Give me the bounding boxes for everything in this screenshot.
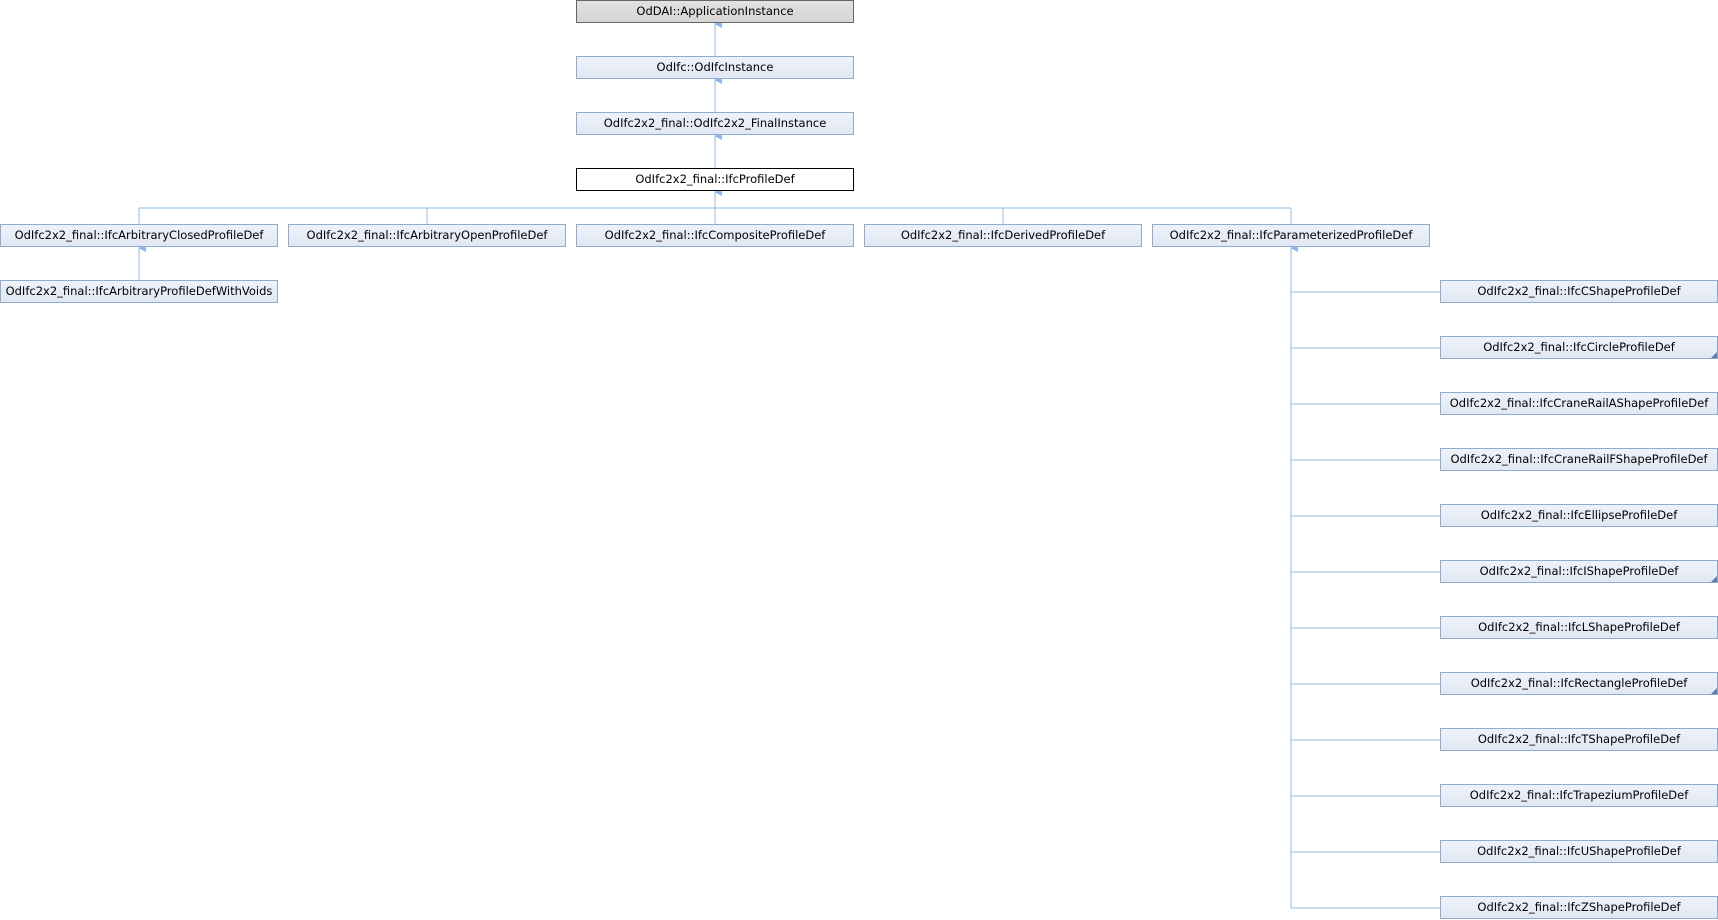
has-subclasses-corner-icon [1711,352,1717,358]
has-subclasses-corner-icon [1711,576,1717,582]
node-crane-rail-f-shape-profile-def[interactable]: OdIfc2x2_final::IfcCraneRailFShapeProfil… [1440,448,1718,471]
node-arbitrary-profile-def-with-voids[interactable]: OdIfc2x2_final::IfcArbitraryProfileDefWi… [0,280,278,303]
node-odifc-instance[interactable]: OdIfc::OdIfcInstance [576,56,854,79]
node-c-shape-profile-def[interactable]: OdIfc2x2_final::IfcCShapeProfileDef [1440,280,1718,303]
node-circle-profile-def[interactable]: OdIfc2x2_final::IfcCircleProfileDef [1440,336,1718,359]
node-trapezium-profile-def[interactable]: OdIfc2x2_final::IfcTrapeziumProfileDef [1440,784,1718,807]
node-u-shape-profile-def[interactable]: OdIfc2x2_final::IfcUShapeProfileDef [1440,840,1718,863]
node-application-instance: OdDAI::ApplicationInstance [576,0,854,23]
node-composite-profile-def[interactable]: OdIfc2x2_final::IfcCompositeProfileDef [576,224,854,247]
node-z-shape-profile-def[interactable]: OdIfc2x2_final::IfcZShapeProfileDef [1440,896,1718,919]
node-crane-rail-a-shape-profile-def[interactable]: OdIfc2x2_final::IfcCraneRailAShapeProfil… [1440,392,1718,415]
node-arbitrary-open-profile-def[interactable]: OdIfc2x2_final::IfcArbitraryOpenProfileD… [288,224,566,247]
node-parameterized-profile-def[interactable]: OdIfc2x2_final::IfcParameterizedProfileD… [1152,224,1430,247]
node-i-shape-profile-def[interactable]: OdIfc2x2_final::IfcIShapeProfileDef [1440,560,1718,583]
node-t-shape-profile-def[interactable]: OdIfc2x2_final::IfcTShapeProfileDef [1440,728,1718,751]
node-final-instance[interactable]: OdIfc2x2_final::OdIfc2x2_FinalInstance [576,112,854,135]
node-l-shape-profile-def[interactable]: OdIfc2x2_final::IfcLShapeProfileDef [1440,616,1718,639]
node-derived-profile-def[interactable]: OdIfc2x2_final::IfcDerivedProfileDef [864,224,1142,247]
has-subclasses-corner-icon [1711,688,1717,694]
node-ellipse-profile-def[interactable]: OdIfc2x2_final::IfcEllipseProfileDef [1440,504,1718,527]
node-arbitrary-closed-profile-def[interactable]: OdIfc2x2_final::IfcArbitraryClosedProfil… [0,224,278,247]
node-rectangle-profile-def[interactable]: OdIfc2x2_final::IfcRectangleProfileDef [1440,672,1718,695]
node-profile-def: OdIfc2x2_final::IfcProfileDef [576,168,854,191]
